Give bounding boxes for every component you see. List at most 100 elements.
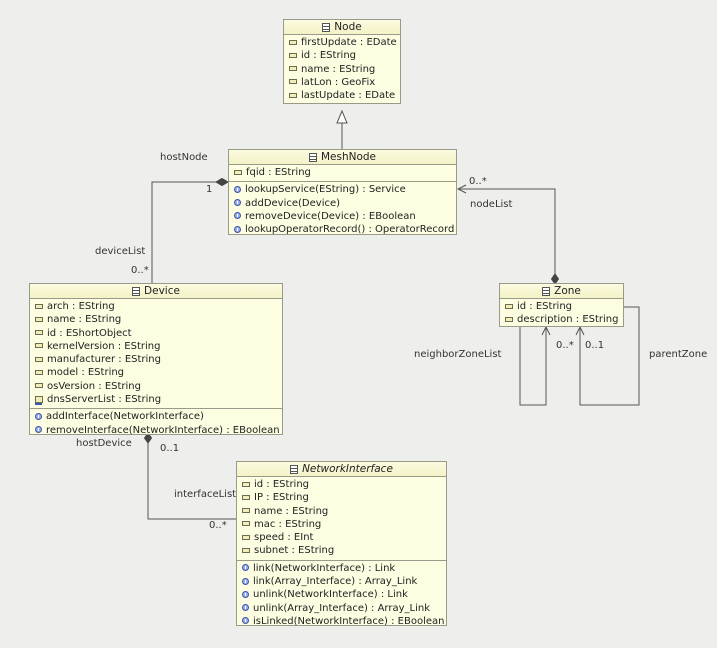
operation-icon xyxy=(242,617,249,625)
attribute-row[interactable]: mac : EString xyxy=(237,518,446,531)
attribute-text: id : EString xyxy=(517,301,573,312)
attribute-row[interactable]: id : EString xyxy=(500,300,623,313)
attribute-row[interactable]: firstUpdate : EDate xyxy=(284,36,400,49)
attribute-row[interactable]: latLon : GeoFix xyxy=(284,76,400,89)
attributes-section: firstUpdate : EDate id : EString name : … xyxy=(284,35,400,104)
attribute-row[interactable]: IP : EString xyxy=(237,491,446,504)
open-arrow-neighbor xyxy=(541,325,551,336)
class-icon xyxy=(322,22,331,32)
multiplicity-device-list: 0..* xyxy=(131,265,149,276)
operation-row[interactable]: link(NetworkInterface) : Link xyxy=(237,562,446,575)
multiplicity-host-node: 1 xyxy=(206,184,213,195)
attribute-icon xyxy=(289,79,297,85)
operations-section: addInterface(NetworkInterface) removeInt… xyxy=(30,408,282,439)
attributes-section: arch : EString name : EString id : EShor… xyxy=(30,299,282,408)
attribute-row[interactable]: subnet : EString xyxy=(237,544,446,557)
multiplicity-host-device: 0..1 xyxy=(160,443,180,454)
operation-row[interactable]: lookupService(EString) : Service xyxy=(229,183,456,196)
operation-text: addDevice(Device) xyxy=(245,197,341,209)
role-label-device-list: deviceList xyxy=(95,246,146,257)
operation-text: removeDevice(Device) : EBoolean xyxy=(245,210,416,222)
multiplicity-parent-zone: 0..1 xyxy=(585,340,605,351)
operation-row[interactable]: isLinked(NetworkInterface) : EBoolean xyxy=(237,615,446,628)
operation-row[interactable]: removeDevice(Device) : EBoolean xyxy=(229,210,456,223)
attribute-row[interactable]: fqid : EString xyxy=(229,166,456,179)
class-icon xyxy=(542,286,551,296)
class-header: NetworkInterface xyxy=(237,462,446,477)
operation-row[interactable]: link(Array_Interface) : Array_Link xyxy=(237,575,446,588)
attribute-row[interactable]: name : EString xyxy=(237,505,446,518)
attribute-icon xyxy=(242,508,250,514)
class-meshnode[interactable]: MeshNode fqid : EString lookupService(ES… xyxy=(228,149,457,235)
attribute-row[interactable]: speed : EInt xyxy=(237,531,446,544)
attribute-row[interactable]: id : EShortObject xyxy=(30,327,282,340)
attribute-row[interactable]: name : EString xyxy=(30,313,282,326)
attribute-text: id : EString xyxy=(301,50,357,62)
operation-icon xyxy=(242,564,249,572)
attribute-icon xyxy=(289,66,297,72)
attribute-text: id : EShortObject xyxy=(47,327,132,339)
class-icon xyxy=(308,152,317,162)
composition-diamond-device xyxy=(143,432,153,444)
attribute-row[interactable]: id : EString xyxy=(237,478,446,491)
multiplicity-neighbor-zone: 0..* xyxy=(556,340,574,351)
attribute-row[interactable]: dnsServerList : EString xyxy=(30,393,282,406)
list-attribute-icon xyxy=(35,395,43,405)
operation-row[interactable]: unlink(Array_Interface) : Array_Link xyxy=(237,602,446,615)
attribute-icon xyxy=(35,343,43,349)
operation-text: isLinked(NetworkInterface) : EBoolean xyxy=(253,615,445,627)
role-label-neighbor-zone-list: neighborZoneList xyxy=(414,349,502,360)
operation-icon xyxy=(35,426,42,434)
class-name: MeshNode xyxy=(320,151,377,163)
operation-icon xyxy=(242,577,249,585)
edge-meshnode-device xyxy=(151,181,216,283)
attribute-row[interactable]: model : EString xyxy=(30,366,282,379)
attribute-row[interactable]: kernelVersion : EString xyxy=(30,340,282,353)
operation-text: unlink(NetworkInterface) : Link xyxy=(253,589,408,601)
attribute-icon xyxy=(289,52,297,58)
attribute-row[interactable]: name : EString xyxy=(284,63,400,76)
operation-icon xyxy=(234,212,241,220)
attribute-text: id : EString xyxy=(254,479,310,490)
role-label-parent-zone: parentZone xyxy=(649,349,708,360)
class-zone[interactable]: Zone id : EString description : EString xyxy=(499,283,624,327)
operation-row[interactable]: removeInterface(NetworkInterface) : EBoo… xyxy=(30,424,282,437)
attribute-text: subnet : EString xyxy=(254,545,335,557)
attribute-icon xyxy=(505,316,513,322)
attribute-icon xyxy=(35,356,43,362)
attribute-icon xyxy=(242,534,250,540)
operation-icon xyxy=(242,604,249,612)
operation-row[interactable]: addInterface(NetworkInterface) xyxy=(30,410,282,423)
edge-device-networkinterface xyxy=(147,443,236,520)
class-icon xyxy=(290,464,299,474)
attribute-text: osVersion : EString xyxy=(47,380,141,392)
attribute-text: speed : EInt xyxy=(254,532,314,544)
attribute-text: mac : EString xyxy=(254,518,322,530)
attribute-row[interactable]: description : EString xyxy=(500,313,623,326)
attribute-row[interactable]: manufacturer : EString xyxy=(30,353,282,366)
operation-row[interactable]: addDevice(Device) xyxy=(229,197,456,210)
attribute-text: name : EString xyxy=(254,505,329,517)
attribute-icon xyxy=(242,481,250,487)
operation-text: lookupService(EString) : Service xyxy=(245,184,406,196)
operation-row[interactable]: lookupOperatorRecord() : OperatorRecord xyxy=(229,223,456,236)
attribute-row[interactable]: lastUpdate : EDate xyxy=(284,89,400,102)
operation-text: removeInterface(NetworkInterface) : EBoo… xyxy=(46,424,280,436)
operation-text: lookupOperatorRecord() : OperatorRecord xyxy=(245,224,455,236)
edge-parent-zone xyxy=(579,306,640,406)
attribute-text: dnsServerList : EString xyxy=(47,394,162,406)
class-icon xyxy=(132,286,141,296)
class-node[interactable]: Node firstUpdate : EDate id : EString na… xyxy=(283,19,401,104)
multiplicity-interface-list: 0..* xyxy=(209,520,227,531)
attribute-row[interactable]: osVersion : EString xyxy=(30,380,282,393)
operation-row[interactable]: unlink(NetworkInterface) : Link xyxy=(237,588,446,601)
attribute-row[interactable]: id : EString xyxy=(284,49,400,62)
operation-icon xyxy=(234,225,241,233)
class-networkinterface[interactable]: NetworkInterface id : EString IP : EStri… xyxy=(236,461,447,628)
attribute-icon xyxy=(35,316,43,322)
attribute-row[interactable]: arch : EString xyxy=(30,300,282,313)
operation-text: link(NetworkInterface) : Link xyxy=(253,562,396,574)
operation-icon xyxy=(234,199,241,207)
attribute-icon xyxy=(242,547,250,553)
class-device[interactable]: Device arch : EString name : EString id … xyxy=(29,283,283,436)
